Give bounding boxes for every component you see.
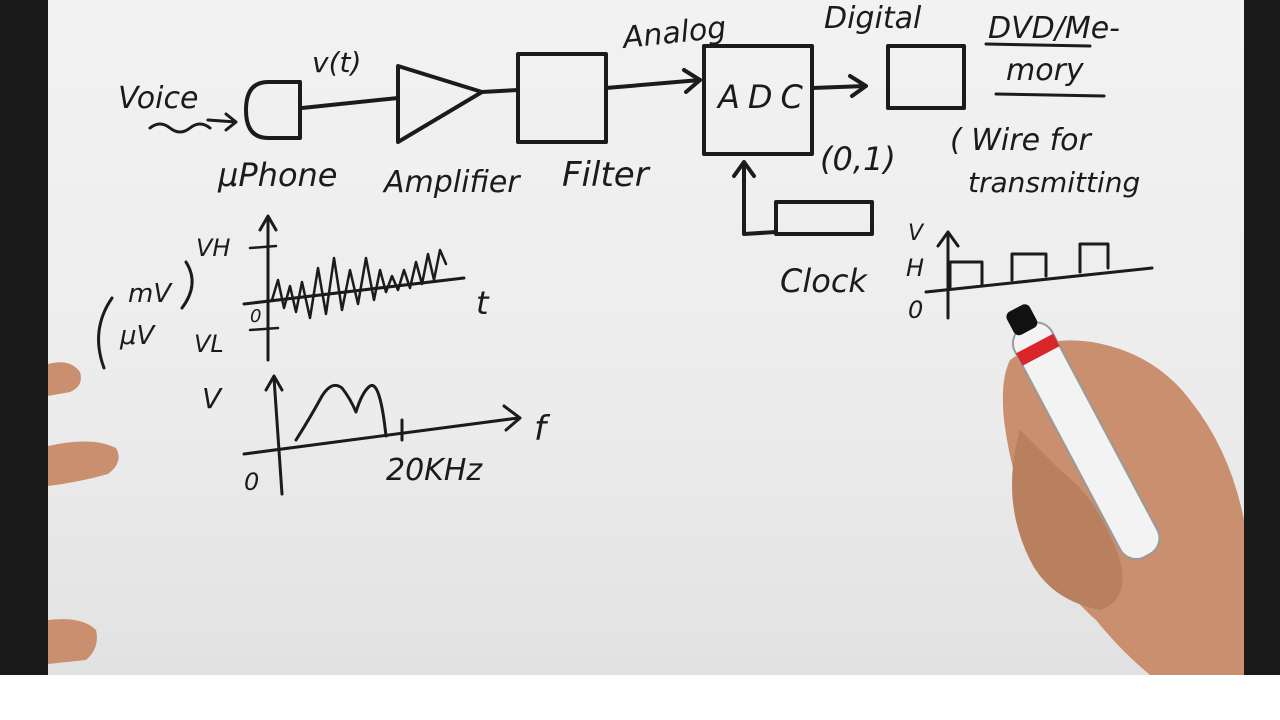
vl-tick — [248, 326, 280, 332]
microphone-shape — [244, 80, 302, 140]
time-y-axis — [258, 214, 278, 362]
label-f-axis: f — [534, 409, 551, 449]
label-adc: ADC — [716, 78, 811, 116]
label-voice: Voice — [118, 81, 198, 116]
label-zero-small: 0 — [250, 306, 261, 327]
vh-tick — [248, 244, 278, 250]
bottom-bar — [34, 675, 1246, 720]
voice-arrow — [206, 112, 238, 132]
memory-box — [886, 44, 966, 110]
freq-x-axis — [242, 404, 522, 456]
right-hand-shadow — [1012, 430, 1123, 610]
label-vh: VH — [196, 234, 230, 262]
pulse-train — [948, 242, 1110, 290]
clock-box — [774, 200, 874, 236]
label-v-axis: V — [202, 382, 223, 415]
label-20khz: 20KHz — [386, 453, 483, 488]
adc-box — [702, 44, 814, 156]
label-pulse-zero: 0 — [908, 296, 923, 324]
marker-band — [1016, 333, 1060, 366]
pulse-y-axis — [936, 230, 960, 320]
time-signal-wave — [270, 248, 448, 320]
label-filter: Filter — [562, 155, 651, 195]
left-finger-2 — [48, 441, 119, 486]
label-origin: 0 — [244, 468, 259, 496]
video-frame: Voice v(t) Analog ADC Digital DVD/Me- mo… — [0, 0, 1280, 675]
label-clock: Clock — [780, 262, 868, 300]
freq-spectrum-curve — [294, 383, 388, 442]
left-finger-3 — [48, 619, 97, 664]
left-paren — [97, 296, 114, 370]
label-digital: Digital — [824, 1, 922, 36]
label-pulse-v: V — [908, 221, 925, 246]
label-wire-1: ( Wire for — [950, 123, 1092, 158]
label-dvd-memory-1: DVD/Me- — [988, 11, 1120, 46]
amplifier-triangle — [396, 64, 484, 144]
left-finger-1 — [48, 362, 81, 396]
freq-y-axis — [264, 374, 284, 496]
label-t-axis: t — [476, 284, 490, 322]
mic-to-amp-line — [300, 96, 400, 110]
label-microphone: μPhone — [217, 156, 337, 194]
marker-pen — [1006, 304, 1161, 560]
dvd-underline — [984, 42, 1092, 48]
label-amplifier: Amplifier — [382, 165, 521, 200]
label-mv: mV — [128, 279, 173, 309]
label-analog: Analog — [619, 10, 728, 56]
label-uv: μV — [119, 321, 157, 351]
filter-to-adc-arrow — [604, 68, 702, 94]
memory-underline — [994, 92, 1106, 98]
amp-to-filter-line — [480, 88, 520, 94]
marker-tip — [1006, 304, 1038, 336]
label-v-of-t: v(t) — [312, 46, 361, 79]
filter-box — [516, 52, 608, 144]
right-paren — [180, 260, 194, 310]
voice-wave — [148, 122, 212, 134]
label-wire-2: transmitting — [968, 166, 1140, 199]
label-dvd-memory-2: mory — [1006, 53, 1085, 88]
label-binary: (0,1) — [820, 140, 896, 178]
adc-to-memory-arrow — [810, 74, 868, 98]
label-vl: VL — [194, 330, 224, 358]
label-pulse-h: H — [906, 254, 924, 282]
clock-to-adc-arrow — [732, 160, 778, 236]
pulse-x-axis — [924, 266, 1154, 294]
sketch-canvas: Voice v(t) Analog ADC Digital DVD/Me- mo… — [48, 1, 1244, 675]
